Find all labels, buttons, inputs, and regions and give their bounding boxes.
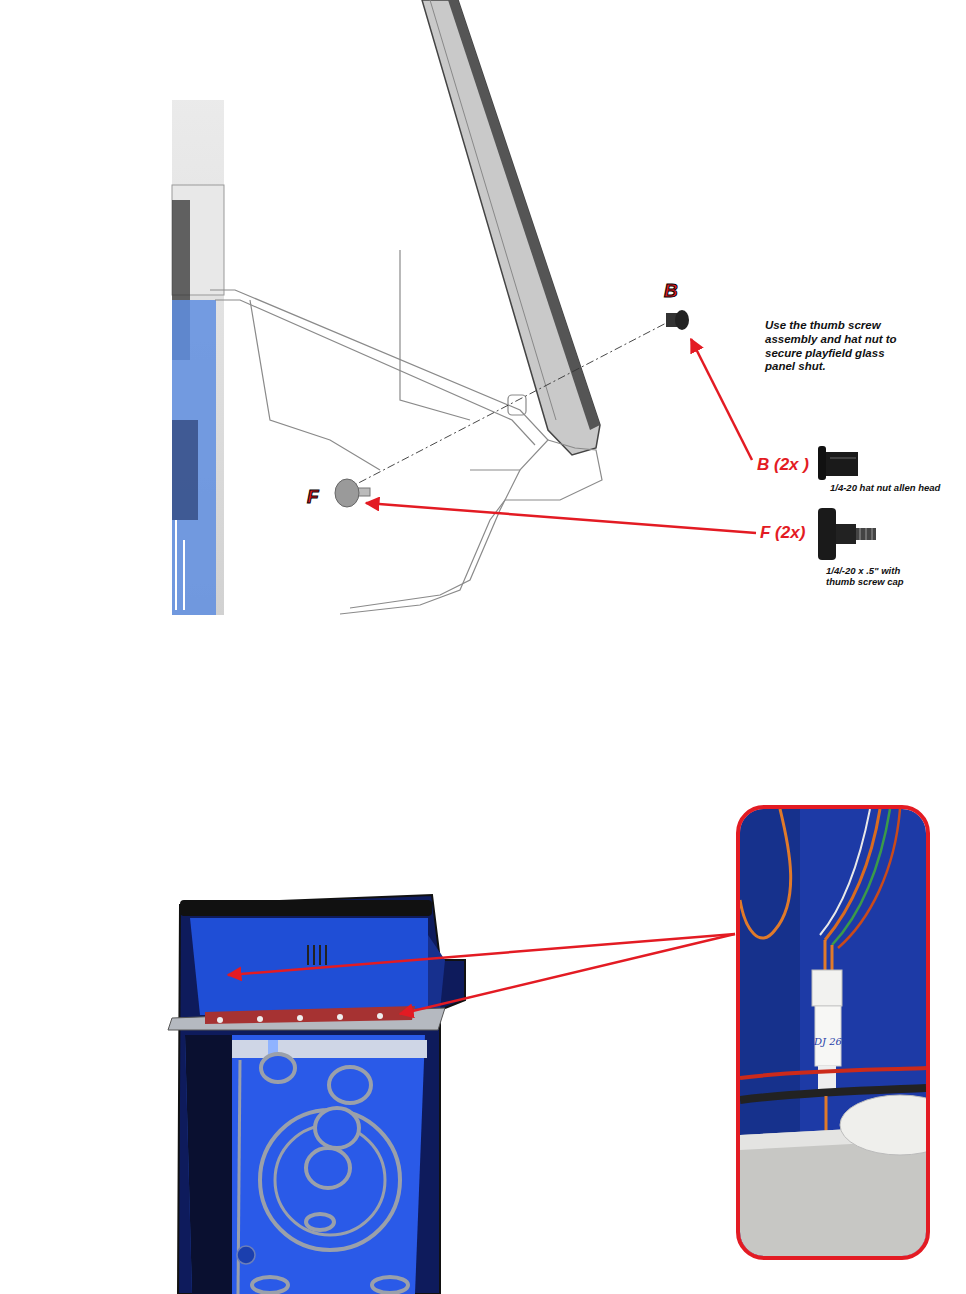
callout-letter: B — [664, 281, 678, 300]
thumb-screw-f — [335, 479, 370, 507]
part-quantity: F (2x) — [760, 524, 805, 541]
photo-frame — [738, 807, 928, 1258]
ball — [237, 1246, 255, 1264]
handwritten-mark: DJ 26 — [814, 1036, 842, 1047]
part-icon-f — [818, 508, 876, 560]
leader-arrow — [228, 934, 735, 975]
hat-nut-b — [666, 310, 689, 330]
instruction-note: Use the thumb screw assembly and hat nut… — [765, 319, 897, 374]
cabinet-front — [178, 895, 465, 1294]
photo-inset — [740, 809, 926, 1256]
score-rings — [238, 1054, 408, 1294]
callout-letter: F — [307, 487, 319, 506]
part-description: 1/4/-20 x .5" with thumb screw cap — [826, 566, 926, 588]
leader-arrow — [400, 934, 735, 1014]
part-quantity: B (2x ) — [757, 456, 809, 473]
part-icon-b — [818, 446, 858, 480]
playfield-bracket — [168, 1006, 445, 1030]
cabinet-side — [172, 100, 224, 615]
part-description: 1/4-20 hat nut allen head — [830, 483, 955, 494]
leader-arrow — [691, 339, 752, 460]
glass-panel — [422, 0, 600, 455]
frame-lines — [210, 250, 602, 614]
axis-line — [345, 320, 672, 490]
leader-arrow — [366, 503, 756, 533]
